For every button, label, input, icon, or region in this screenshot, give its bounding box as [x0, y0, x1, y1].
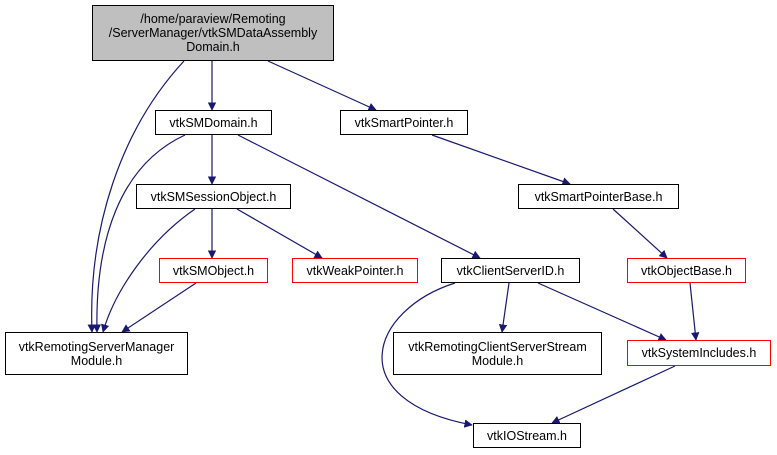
node-vtksmdomain[interactable]: vtkSMDomain.h — [155, 110, 272, 135]
node-vtksmsessionobject[interactable]: vtkSMSessionObject.h — [136, 184, 291, 209]
node-vtksmobject[interactable]: vtkSMObject.h — [159, 258, 268, 283]
edge-smartpointerbase-objectbase — [612, 208, 668, 259]
node-vtkweakpointer[interactable]: vtkWeakPointer.h — [292, 258, 418, 283]
edge-smartpointer-smartpointerbase — [431, 134, 571, 186]
edge-smdomain-remotingsmmodule — [92, 134, 186, 333]
edge-root-smartpointer — [267, 60, 377, 111]
node-vtksmdataassemblydomain: /home/paraview/Remoting /ServerManager/v… — [92, 5, 334, 61]
edge-smdomain-clientserverid — [237, 134, 481, 259]
edge-smobject-remotingsmmodule — [121, 282, 197, 333]
edge-systemincludes-iostream — [551, 365, 676, 424]
edge-clientserverid-systemincludes — [537, 282, 667, 341]
node-vtksmartpointer[interactable]: vtkSmartPointer.h — [340, 110, 468, 135]
node-vtksystemincludes[interactable]: vtkSystemIncludes.h — [627, 340, 771, 366]
edge-smsessionobject-weakpointer — [236, 208, 323, 259]
node-vtkremotingservermanagermodule[interactable]: vtkRemotingServerManager Module.h — [5, 332, 188, 375]
edge-clientserverid-iostream — [381, 282, 473, 428]
node-vtkclientserverid[interactable]: vtkClientServerID.h — [441, 258, 580, 283]
edge-clientserverid-remotingcssmodule — [498, 282, 510, 333]
node-vtksmartpointerbase[interactable]: vtkSmartPointerBase.h — [518, 184, 679, 209]
edge-objectbase-systemincludes — [689, 282, 700, 341]
node-vtkremotingclientserverstreammodule[interactable]: vtkRemotingClientServerStream Module.h — [393, 332, 602, 375]
node-vtkobjectbase[interactable]: vtkObjectBase.h — [627, 258, 746, 283]
edge-root-remotingsmmodule — [87, 60, 185, 333]
node-vtkiostream[interactable]: vtkIOStream.h — [473, 423, 581, 448]
edge-smsessionobject-remotingsmmodule — [101, 208, 196, 333]
